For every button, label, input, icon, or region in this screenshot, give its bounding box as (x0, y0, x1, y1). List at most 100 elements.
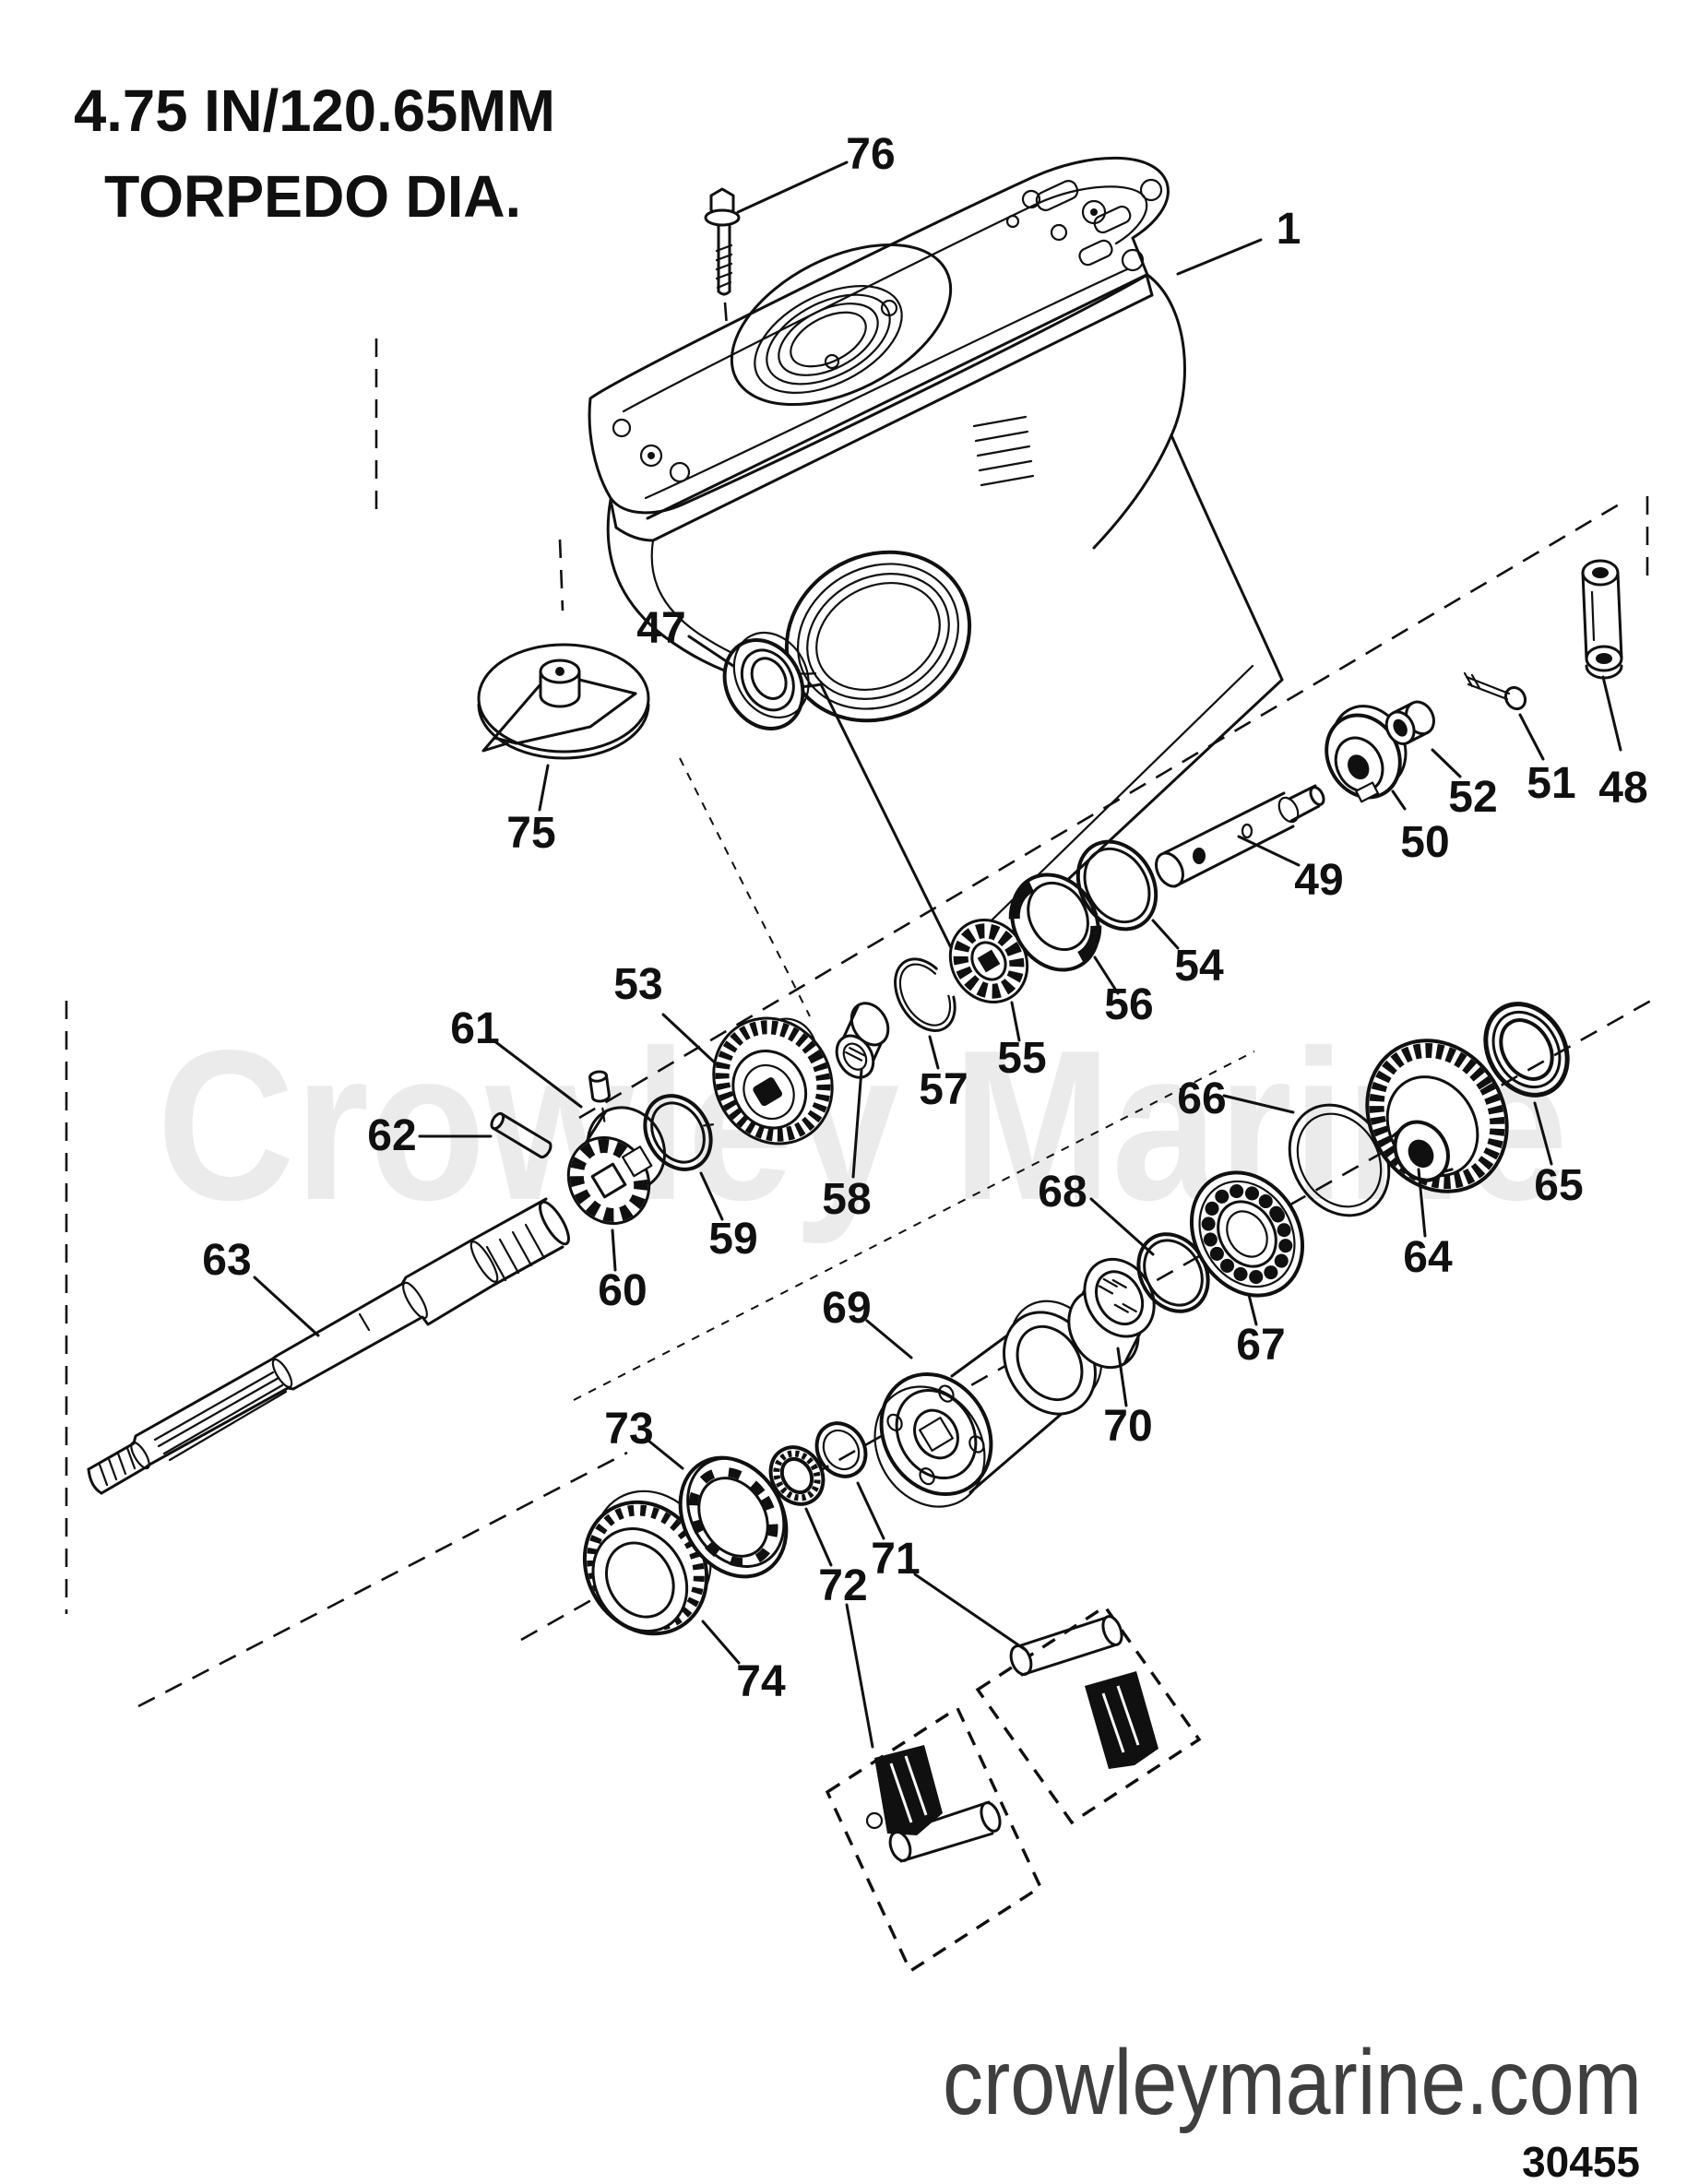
housing-cavity (730, 243, 953, 407)
part-63-propeller-shaft (87, 1197, 570, 1495)
callout-leader-69 (865, 1319, 913, 1359)
callout-label-62[interactable]: 62 (367, 1111, 416, 1160)
callout-leader-70 (1116, 1347, 1128, 1407)
callout-leader-72 (804, 1507, 833, 1567)
part-72-small-bearing (768, 1445, 826, 1506)
callout-leader-76 (736, 160, 849, 214)
part-71-seal-ring (814, 1421, 868, 1478)
callout-label-56[interactable]: 56 (1104, 980, 1153, 1029)
callout-label-57[interactable]: 57 (919, 1065, 968, 1114)
part-56-bearing-cup (1008, 872, 1102, 972)
callout-label-54[interactable]: 54 (1174, 942, 1224, 991)
callout-leader-55 (1010, 1001, 1021, 1042)
callout-73: 73 (604, 1405, 684, 1470)
callout-label-73[interactable]: 73 (604, 1405, 653, 1454)
callout-label-72[interactable]: 72 (818, 1561, 867, 1610)
callout-72: 72 (804, 1507, 874, 1749)
callout-label-60[interactable]: 60 (598, 1266, 647, 1315)
callout-label-51[interactable]: 51 (1527, 759, 1575, 808)
shaft-splines-long (153, 1371, 288, 1462)
callout-label-55[interactable]: 55 (997, 1034, 1046, 1083)
callout-leader-68 (1089, 1197, 1155, 1256)
callout-leader-51 (1518, 713, 1545, 761)
callout-56: 56 (1093, 956, 1154, 1029)
part-76-bolt (704, 187, 741, 296)
dashed-line-propshaft-extension (573, 1050, 1255, 1401)
callout-60: 60 (598, 1228, 647, 1315)
callout-label-1[interactable]: 1 (1277, 205, 1301, 254)
callout-leader-61 (492, 1039, 583, 1109)
callout-label-76[interactable]: 76 (846, 130, 895, 179)
callout-label-66[interactable]: 66 (1177, 1074, 1226, 1123)
callout-layer: 1 47 48 49 50 51 52 53 54 55 56 57 58 59 60 61 62 63 64 65 6… (202, 130, 1648, 1749)
callout-leader-64 (1417, 1168, 1427, 1238)
callout-leader-1 (1176, 238, 1263, 276)
callout-71: 71 (856, 1481, 1028, 1652)
callout-58: 58 (822, 1068, 872, 1224)
callout-1: 1 (1176, 205, 1301, 276)
housing-flange-outline (588, 156, 1170, 515)
part-50-cam-follower (1325, 705, 1408, 803)
callout-leader-52 (1431, 748, 1462, 778)
callout-59: 59 (699, 1171, 758, 1264)
dashed-box-left (825, 1705, 1043, 1974)
callout-label-67[interactable]: 67 (1236, 1321, 1285, 1370)
callout-label-65[interactable]: 65 (1534, 1161, 1583, 1210)
callout-label-49[interactable]: 49 (1294, 856, 1343, 905)
shift-cam-right (1009, 1614, 1158, 1769)
callout-leader-54 (1151, 919, 1180, 950)
part-61-pin (588, 1070, 611, 1122)
callout-54: 54 (1151, 919, 1224, 991)
callout-leader-73 (647, 1439, 684, 1470)
callout-62: 62 (367, 1111, 493, 1160)
callout-label-53[interactable]: 53 (613, 960, 662, 1009)
part-70-needle-bearing (1067, 1257, 1156, 1370)
callout-67: 67 (1236, 1293, 1286, 1370)
callout-label-52[interactable]: 52 (1448, 773, 1497, 822)
callout-52: 52 (1431, 748, 1498, 822)
callout-74: 74 (701, 1620, 786, 1706)
callout-label-75[interactable]: 75 (506, 809, 555, 858)
callout-47: 47 (636, 604, 735, 668)
callout-label-70[interactable]: 70 (1103, 1402, 1152, 1451)
callout-leader-57 (928, 1035, 940, 1070)
callout-label-48[interactable]: 48 (1598, 764, 1647, 813)
part-49-cam-shaft (1155, 784, 1325, 888)
callout-leader-50 (1391, 789, 1407, 811)
title-block: 4.75 IN/120.65MM TORPEDO DIA. (74, 77, 555, 230)
callout-leader-71 (856, 1481, 885, 1540)
housing-skirt (609, 273, 1154, 542)
callout-leader-65 (1533, 1101, 1553, 1166)
callout-label-58[interactable]: 58 (822, 1175, 871, 1224)
diagram-number: 30455 (1522, 2138, 1640, 2184)
callout-leader-58 (851, 1068, 863, 1179)
callout-label-61[interactable]: 61 (450, 1004, 499, 1053)
callout-label-59[interactable]: 59 (708, 1215, 757, 1264)
callout-label-47[interactable]: 47 (636, 604, 685, 653)
callout-63: 63 (202, 1236, 320, 1337)
callout-label-69[interactable]: 69 (822, 1284, 871, 1333)
callout-75: 75 (506, 764, 556, 858)
footer-site-link[interactable]: crowleymarine.com (943, 2031, 1642, 2134)
callout-64: 64 (1403, 1168, 1453, 1282)
shaft-threads (98, 1446, 137, 1487)
callout-label-64[interactable]: 64 (1403, 1233, 1453, 1282)
callout-61: 61 (450, 1004, 583, 1109)
shift-cam-left (865, 1745, 1002, 1863)
callout-label-68[interactable]: 68 (1038, 1168, 1087, 1217)
dashed-line-upper-axis (578, 499, 1626, 1120)
callout-label-71[interactable]: 71 (871, 1535, 920, 1584)
callout-label-50[interactable]: 50 (1400, 818, 1449, 867)
part-55-tapered-roller-bearing (948, 919, 1029, 1003)
callout-label-63[interactable]: 63 (202, 1236, 251, 1285)
part-73-tab-washer (678, 1455, 789, 1579)
callout-69: 69 (822, 1284, 913, 1359)
callout-76: 76 (736, 130, 896, 214)
callout-leader-60 (611, 1228, 617, 1272)
part-53-forward-gear (712, 1016, 834, 1145)
part-62-cross-pin (490, 1111, 552, 1159)
callout-leader-53 (661, 1013, 720, 1068)
callout-label-74[interactable]: 74 (736, 1657, 786, 1706)
